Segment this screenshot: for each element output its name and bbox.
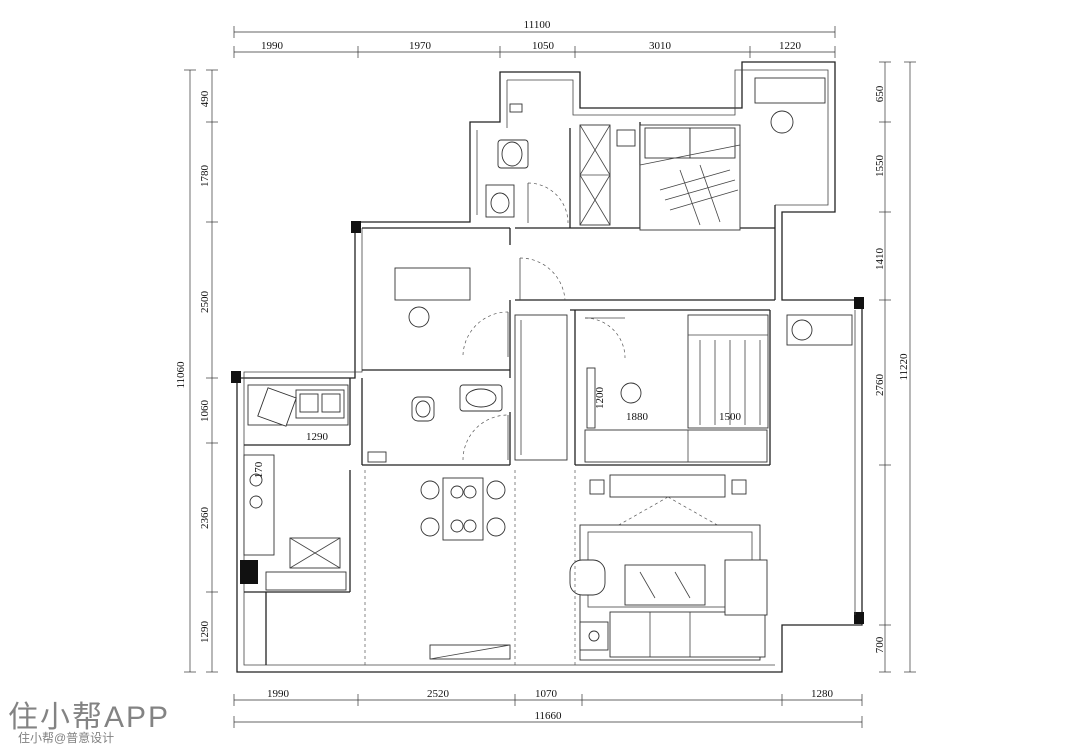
left-dimension-chain: 11060 490 1780 2500 1060 2360 1290 <box>175 69 218 673</box>
dim-left-seg-6: 1290 <box>199 621 211 644</box>
dim-right-overall: 11220 <box>898 353 910 381</box>
dim-top-seg-3: 1050 <box>532 40 555 52</box>
study-room <box>394 267 471 328</box>
dim-right-seg-4: 2760 <box>874 374 886 397</box>
dim-left-seg-4: 1060 <box>199 400 211 423</box>
top-bed <box>616 77 826 231</box>
dim-left-seg-3: 2500 <box>199 291 211 314</box>
kitchen: 1290 170 <box>243 384 349 591</box>
dim-bottom-seg-4: 1280 <box>811 688 834 700</box>
watermark: 住小帮APP 住小帮@普意设计 <box>6 692 256 748</box>
living-room <box>429 474 768 661</box>
dim-bedroom-width: 1880 <box>626 411 649 423</box>
dim-left-seg-2: 1780 <box>199 165 211 188</box>
dim-left-overall: 11060 <box>175 361 187 389</box>
dim-left-seg-5: 2360 <box>199 507 211 530</box>
right-dimension-chain: 650 1550 1410 2760 700 11220 <box>874 61 916 673</box>
dim-bottom-seg-1: 1990 <box>267 688 290 700</box>
dim-top-seg-2: 1970 <box>409 40 432 52</box>
dim-top-seg-1: 1990 <box>261 40 284 52</box>
dim-wardrobe-width: 1500 <box>719 411 742 423</box>
dim-bottom-seg-3: 1070 <box>535 688 558 700</box>
dim-bottom-seg-2: 2520 <box>427 688 450 700</box>
dashed-boundaries <box>364 470 576 665</box>
middle-bathroom <box>367 314 568 463</box>
dim-bedroom-depth: 1200 <box>594 387 606 410</box>
dim-bottom-overall: 11660 <box>534 710 562 722</box>
top-bathroom <box>485 103 529 218</box>
watermark-app-name: 住小帮APP <box>8 701 171 734</box>
dim-right-seg-5: 700 <box>874 636 886 653</box>
structural-columns <box>231 221 864 624</box>
bottom-dimension-chain: 1990 2520 1070 1280 11660 <box>233 688 863 728</box>
dim-top-seg-4: 3010 <box>649 40 672 52</box>
watermark-credit: 住小帮@普意设计 <box>18 731 115 745</box>
dining-set <box>420 477 506 541</box>
right-balcony <box>786 310 856 615</box>
dim-right-seg-2: 1550 <box>874 155 886 178</box>
top-wardrobe <box>579 124 611 226</box>
dim-left-seg-1: 490 <box>199 90 211 107</box>
dim-top-seg-5: 1220 <box>779 40 802 52</box>
dim-right-seg-3: 1410 <box>874 248 886 271</box>
exterior-walls <box>236 61 863 673</box>
dim-kitchen-width: 1290 <box>306 431 329 443</box>
dim-right-seg-1: 650 <box>874 85 886 102</box>
dim-stove-width: 170 <box>253 461 265 478</box>
top-dimension-chain: 11100 1990 1970 1050 3010 1220 <box>233 19 836 58</box>
middle-bedroom: 1200 1880 1500 <box>584 314 769 463</box>
dim-top-overall: 11100 <box>524 19 551 31</box>
door-swings <box>462 182 626 461</box>
